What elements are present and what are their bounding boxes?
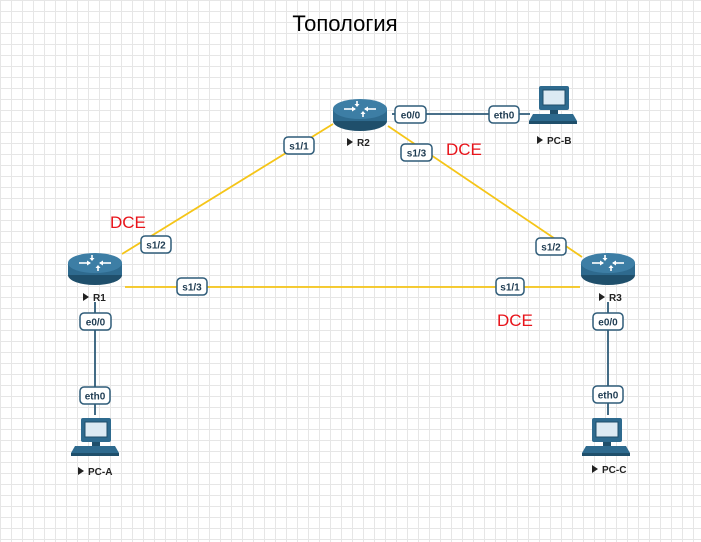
pc-icon [528,85,578,125]
pc-a[interactable]: PC-A [70,417,120,478]
router-icon [332,98,388,132]
svg-text:s1/3: s1/3 [182,283,202,294]
svg-text:eth0: eth0 [598,391,619,402]
port-label-r3-e00: e0/0 [592,312,624,331]
dce-label-r1: DCE [110,213,146,232]
svg-text:e0/0: e0/0 [598,318,618,329]
port-label-r2-e00: e0/0 [394,105,427,124]
play-icon [592,465,598,473]
pc-icon [70,417,120,457]
router-r2[interactable]: R2 [332,98,388,149]
port-label-r1-e00: e0/0 [79,312,112,331]
node-label-r1: R1 [93,293,106,304]
node-label-pcb: PC-B [547,136,571,147]
port-label-r1-s13: s1/3 [176,277,208,296]
router-r3[interactable]: R3 [580,252,636,304]
node-label-r2: R2 [357,138,370,149]
port-label-r2-s11: s1/1 [283,136,315,155]
svg-text:s1/1: s1/1 [500,283,520,294]
node-label-r3: R3 [609,293,622,304]
svg-text:e0/0: e0/0 [86,318,106,329]
diagram-title: Топология [292,11,397,36]
port-label-pcc-eth0: eth0 [592,385,624,404]
play-icon [83,293,89,301]
pc-icon [581,417,631,457]
svg-text:s1/2: s1/2 [146,241,166,252]
node-label-pca: PC-A [88,467,112,478]
pc-c[interactable]: PC-C [581,417,631,476]
dce-label-r3: DCE [497,311,533,330]
port-label-r2-s13: s1/3 [400,143,433,162]
node-label-pcc: PC-C [602,465,626,476]
router-icon [67,252,123,286]
play-icon [347,138,353,146]
play-icon [78,467,84,475]
port-label-pca-eth0: eth0 [79,386,111,405]
port-label-r3-s11: s1/1 [495,277,525,296]
svg-text:e0/0: e0/0 [401,111,421,122]
svg-text:eth0: eth0 [85,392,106,403]
pc-b[interactable]: PC-B [528,85,578,147]
port-label-pcb-eth0: eth0 [488,105,520,124]
svg-text:s1/1: s1/1 [289,142,309,153]
router-icon [580,252,636,286]
port-label-r3-s12: s1/2 [535,237,567,256]
router-r1[interactable]: R1 [67,252,123,304]
play-icon [599,293,605,301]
dce-label-r2: DCE [446,140,482,159]
svg-text:s1/3: s1/3 [407,149,427,160]
port-label-r1-s12: s1/2 [140,235,172,254]
play-icon [537,136,543,144]
svg-text:s1/2: s1/2 [541,243,561,254]
svg-text:eth0: eth0 [494,111,515,122]
